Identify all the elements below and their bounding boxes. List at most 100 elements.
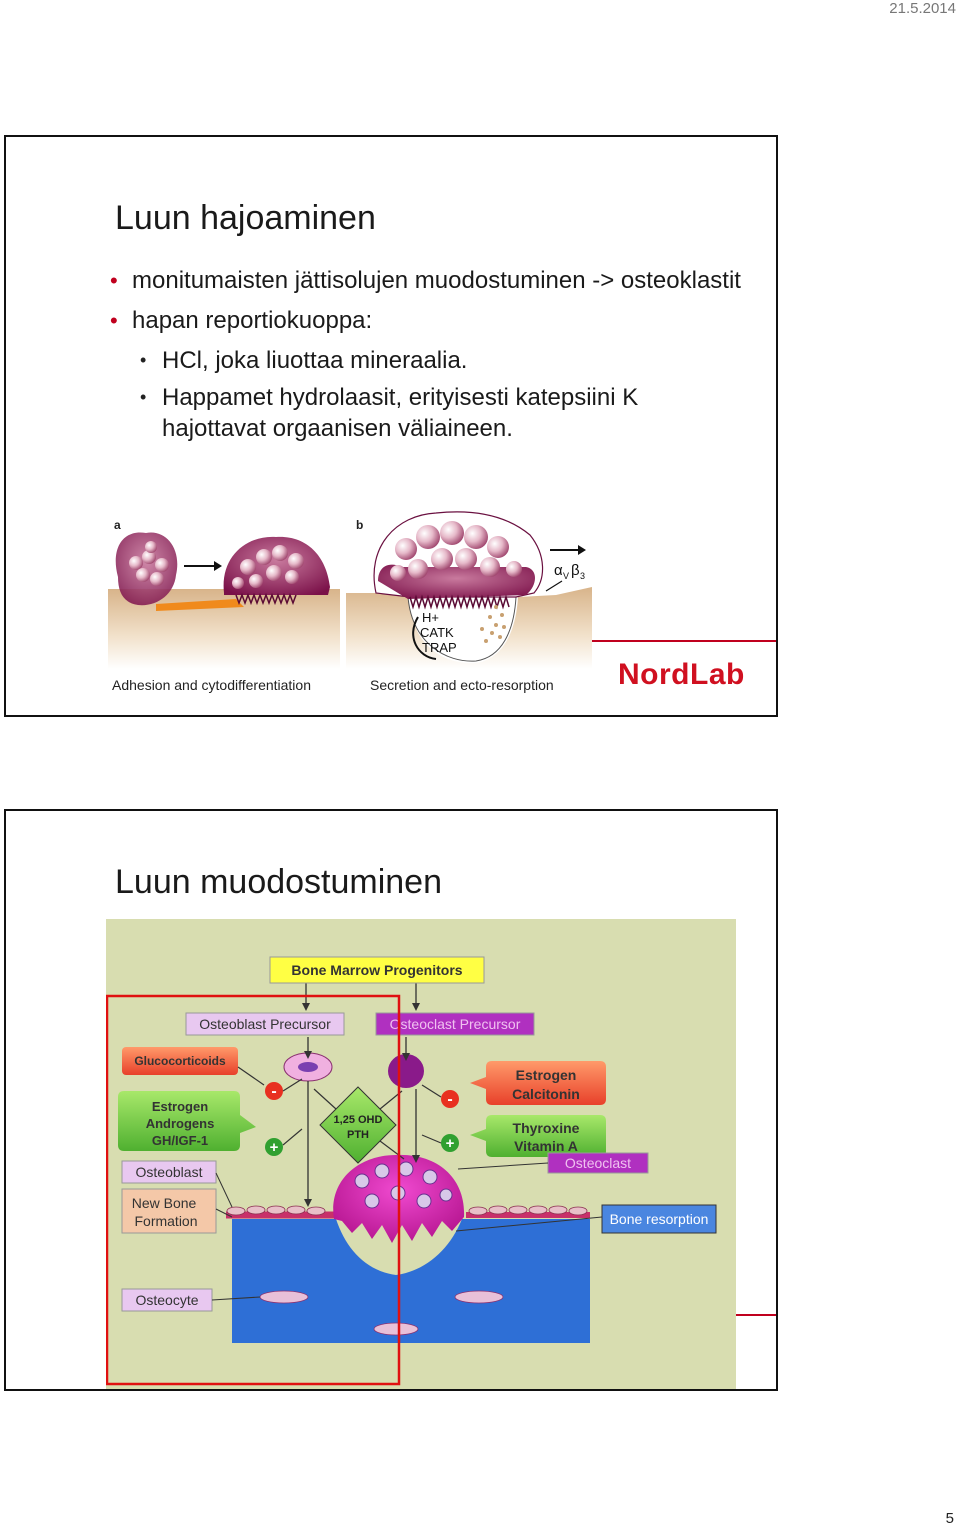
bullet-dot-icon: •	[140, 387, 147, 407]
regulator-pointer	[282, 1078, 303, 1092]
osteoclast-a-nuclei	[232, 545, 304, 589]
new-bone-label: New Bone	[132, 1195, 197, 1211]
integrin-label: α V β 3	[554, 562, 585, 581]
osteocyte-cells	[259, 1290, 504, 1336]
precursor-cell	[115, 532, 178, 606]
resorption-pit-b	[407, 596, 517, 662]
bone-matrix	[232, 1219, 590, 1343]
page-date: 21.5.2014	[889, 0, 956, 17]
plus-icon	[265, 1138, 283, 1156]
slide-title: Luun hajoaminen	[115, 199, 376, 237]
formation-label: Formation	[134, 1213, 197, 1229]
slide-bone-formation: Luun muodostuminen	[4, 809, 778, 1391]
bullet-item: •monitumaisten jättisolujen muodostumine…	[110, 267, 741, 294]
trap-label: TRAP	[422, 640, 457, 655]
svg-text:V: V	[563, 571, 569, 581]
label-pointer	[215, 1172, 233, 1208]
svg-text:β: β	[571, 562, 580, 579]
estrogen-androgens-box	[118, 1091, 256, 1151]
label-pointer	[455, 1216, 603, 1232]
sub-bullet-item: •Happamet hydrolaasit, erityisesti katep…	[140, 384, 639, 442]
pth-diamond	[319, 1086, 397, 1164]
lining-cells	[226, 1205, 588, 1216]
minus-sign: -	[271, 1083, 276, 1100]
footer-rule	[592, 640, 776, 642]
osteoclast-precursor-cell	[388, 1054, 424, 1088]
bone-resorption-label: Bone resorption	[610, 1211, 709, 1227]
resorption-zone-a	[156, 599, 244, 611]
regulator-pointer	[421, 1084, 442, 1098]
svg-text:α: α	[554, 562, 563, 579]
label-pointer	[211, 1296, 261, 1301]
bone-resorption-box	[601, 1204, 717, 1234]
bullet-item: •hapan reportiokuoppa:	[110, 307, 373, 334]
osteoblast-precursor-label: Osteoblast Precursor	[199, 1016, 331, 1032]
bone-marrow-box	[269, 956, 485, 984]
osteoclast-label: Osteoclast	[565, 1155, 631, 1171]
gh-igf-label: GH/IGF-1	[152, 1133, 208, 1148]
panel-b-letter: b	[356, 518, 363, 532]
precursor-nucleus	[298, 1062, 318, 1072]
nordlab-logo: NordLab	[618, 658, 745, 691]
osteoclast-precursor-label: Osteoclast Precursor	[390, 1016, 521, 1032]
osteoclast-b-nuclei	[390, 521, 522, 581]
integrin-pointer	[545, 580, 563, 592]
bullet-dot-icon: •	[110, 268, 118, 293]
arrow-head-icons	[302, 1003, 420, 1207]
osteoclast-resorption-figure: a Adhesion and cytodifferentiatio	[108, 511, 592, 693]
estrogen-right-label: Estrogen	[516, 1067, 577, 1083]
secretion-arc	[412, 616, 437, 660]
ruffled-border-a	[235, 592, 297, 606]
h-plus-label: H+	[422, 610, 439, 625]
thyroxine-label: Thyroxine	[513, 1120, 580, 1136]
osteocyte-label: Osteocyte	[135, 1292, 198, 1308]
label-pointer	[215, 1208, 233, 1218]
bullet-dot-icon: •	[110, 308, 118, 333]
arrow-head-icon	[578, 545, 586, 555]
footer-rule	[735, 1314, 776, 1316]
matrix-debris	[480, 605, 506, 643]
label-pointer	[457, 1162, 549, 1170]
glucocorticoids-box	[122, 1047, 238, 1075]
svg-text:3: 3	[580, 571, 585, 581]
osteoblast-label: Osteoblast	[136, 1164, 203, 1180]
bone-surface-b	[346, 587, 592, 669]
slide-title: Luun muodostuminen	[115, 863, 443, 901]
minus-icon	[441, 1090, 459, 1108]
flow-arrows	[305, 983, 417, 1199]
precursor-nuclei	[129, 541, 169, 586]
osteoblast-precursor-box	[185, 1012, 345, 1036]
estrogen-label: Estrogen	[152, 1099, 208, 1114]
bone-remodeling-diagram: Bone Marrow Progenitors Osteoblast Precu…	[106, 919, 736, 1389]
page-number: 5	[945, 1510, 954, 1527]
estrogen-calcitonin-box	[470, 1061, 606, 1105]
minus-sign: -	[447, 1091, 452, 1108]
osteoclast-nuclei	[354, 1161, 453, 1209]
ruffled-border-b	[409, 594, 510, 610]
osteoclast-precursor-box	[375, 1012, 535, 1036]
plus-sign: +	[270, 1139, 279, 1156]
bone-marrow-label: Bone Marrow Progenitors	[291, 962, 462, 978]
arrow-head-icon	[214, 561, 222, 571]
catk-label: CATK	[420, 625, 454, 640]
caption-b: Secretion and ecto-resorption	[370, 677, 554, 693]
osteoblast-box	[121, 1160, 217, 1184]
highlight-frame	[106, 994, 401, 1386]
panel-a-letter: a	[114, 518, 121, 532]
sub-bullet-item: •HCl, joka liuottaa mineraalia.	[140, 347, 468, 374]
regulator-pointer	[282, 1128, 303, 1146]
plus-icon	[441, 1134, 459, 1152]
regulator-pointer	[421, 1134, 442, 1144]
bullet-list: •monitumaisten jättisolujen muodostumine…	[106, 265, 746, 450]
bullet-dot-icon: •	[140, 350, 147, 370]
new-bone-box	[121, 1188, 217, 1234]
slide-bone-resorption: Luun hajoaminen •monitumaisten jättisolu…	[4, 135, 778, 717]
minus-icon	[265, 1082, 283, 1100]
thyroxine-box	[470, 1115, 606, 1157]
androgens-label: Androgens	[146, 1116, 215, 1131]
glucocorticoids-label: Glucocorticoids	[134, 1054, 226, 1068]
vitamin-a-label: Vitamin A	[514, 1138, 578, 1154]
pth-ohd-label: 1,25 OHD	[334, 1114, 383, 1126]
pth-pointer	[313, 1088, 337, 1110]
regulator-pointer	[237, 1066, 265, 1086]
